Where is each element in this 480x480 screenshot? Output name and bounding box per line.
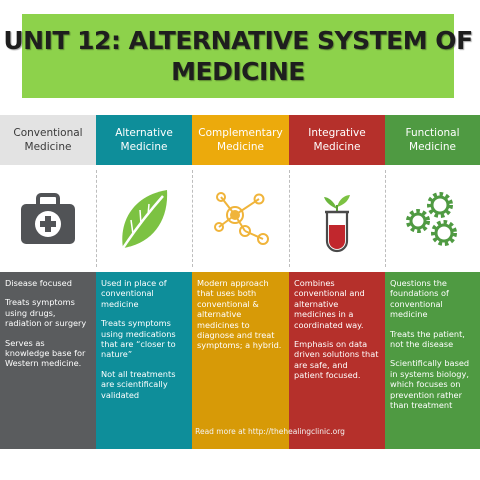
column-icon-area [96,165,192,272]
column-title-line-1: Integrative [308,127,366,139]
page-title-line-1: UNIT 12: ALTERNATIVE SYSTEM OF [3,26,473,55]
column-conventional: Conventional Medicine Disease focused Tr… [0,115,96,449]
column-title-line-1: Complementary [198,127,283,139]
column-header: Alternative Medicine [96,115,192,165]
column-body: Used in place of conventional medicine T… [96,272,192,449]
medical-kit-icon [21,192,75,244]
column-point: Used in place of conventional medicine [101,278,167,309]
column-divider [385,170,386,267]
column-title-line-2: Medicine [217,141,264,153]
column-title-line-1: Functional [405,127,460,139]
column-title-line-2: Medicine [24,141,72,153]
source-credit: Read more at http://thehealingclinic.org [195,427,345,436]
test-tube-sprout-icon [324,194,350,252]
column-functional: Functional Medicine Questions the founda… [385,115,480,449]
column-body: Disease focused Treats symptoms using dr… [0,272,96,449]
gears-icon [405,191,457,246]
column-point: Combines conventional and alternative me… [294,278,365,330]
leaf-icon [121,189,168,249]
column-title-line-1: Conventional [13,127,83,139]
column-title-line-2: Medicine [120,141,168,153]
column-point: Emphasis on data driven solutions that a… [294,339,379,381]
column-alternative: Alternative Medicine Used in place of co… [96,115,192,449]
column-title-line-2: Medicine [409,141,456,153]
column-point: Treats symptoms using drugs, radiation o… [5,297,87,329]
column-icon-area [192,165,289,272]
column-divider [289,170,290,267]
column-header: Complementary Medicine [192,115,289,165]
column-divider [192,170,193,267]
column-title-line-1: Alternative [115,127,173,139]
column-icon-area [289,165,385,272]
column-point: Disease focused [5,278,72,288]
column-header: Integrative Medicine [289,115,385,165]
molecule-icon [213,191,269,245]
title-banner: UNIT 12: ALTERNATIVE SYSTEM OF MEDICINE [3,14,473,98]
column-point: Treats the patient, not the disease [390,328,465,350]
column-point: Not all treatments are scientifically va… [101,368,176,400]
column-complementary: Complementary Medicine [192,115,289,449]
column-icon-area [385,165,480,272]
column-divider [96,170,97,267]
column-point: Scientifically based in systems biology,… [390,358,470,411]
column-integrative: Integrative Medicine Combines convention… [289,115,385,449]
column-point: Modern approach that uses both conventio… [197,278,282,351]
column-header: Conventional Medicine [0,115,96,165]
medicine-infographic: Conventional Medicine Disease focused Tr… [0,115,480,449]
column-point: Serves as knowledge base for Western med… [5,337,86,369]
column-header: Functional Medicine [385,115,480,165]
column-title-line-2: Medicine [313,141,361,153]
column-body: Modern approach that uses both conventio… [192,272,289,449]
page-title-line-2: MEDICINE [171,57,305,86]
column-icon-area [0,165,96,272]
column-body: Questions the foundations of conventiona… [385,272,480,449]
column-point: Questions the foundations of conventiona… [390,278,449,320]
column-body: Combines conventional and alternative me… [289,272,385,449]
column-point: Treats symptoms using medications that a… [101,318,176,360]
